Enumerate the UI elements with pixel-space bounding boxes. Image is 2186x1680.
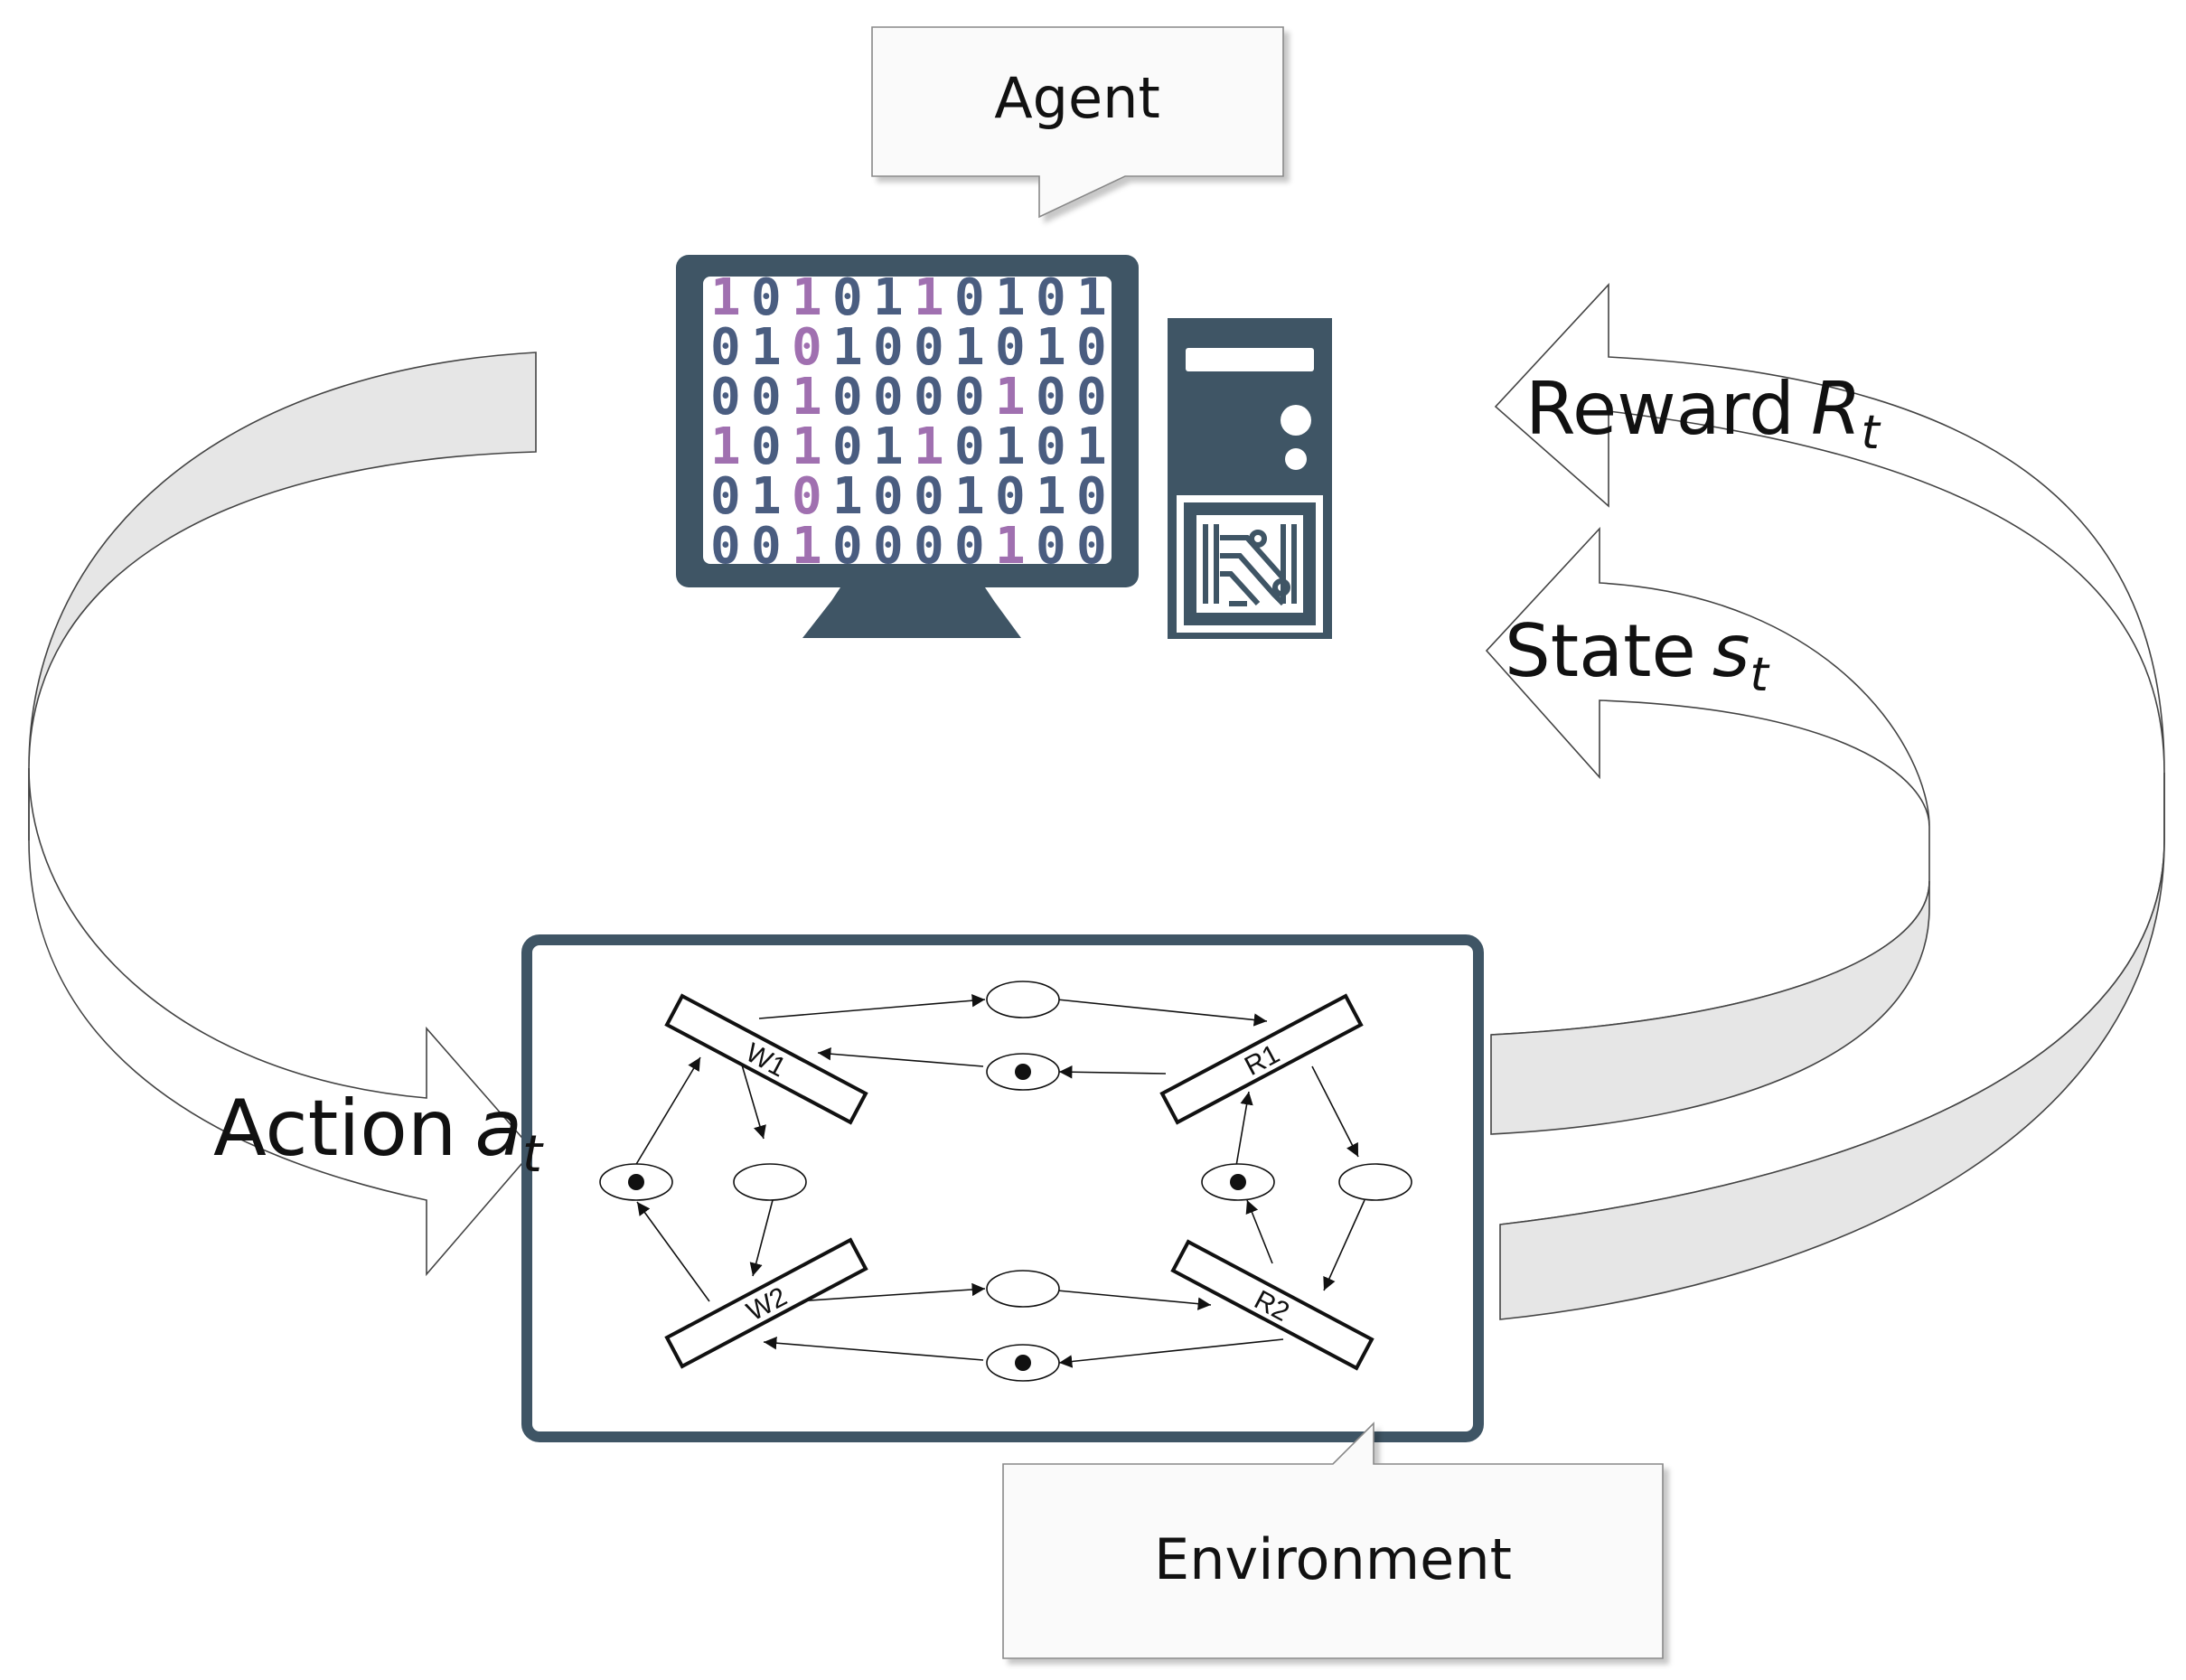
computer-tower-icon	[1168, 318, 1332, 639]
reward-arrow	[1494, 282, 2165, 1320]
agent-label: Agent	[994, 65, 1160, 131]
action-arrow	[28, 352, 537, 1277]
circuit-chip-icon	[1203, 524, 1297, 606]
petri-net	[599, 981, 1412, 1382]
agent-callout	[871, 26, 1284, 219]
environment-label: Environment	[1154, 1526, 1512, 1592]
state-arrow	[1485, 526, 1930, 1135]
environment-callout	[1002, 1422, 1664, 1659]
